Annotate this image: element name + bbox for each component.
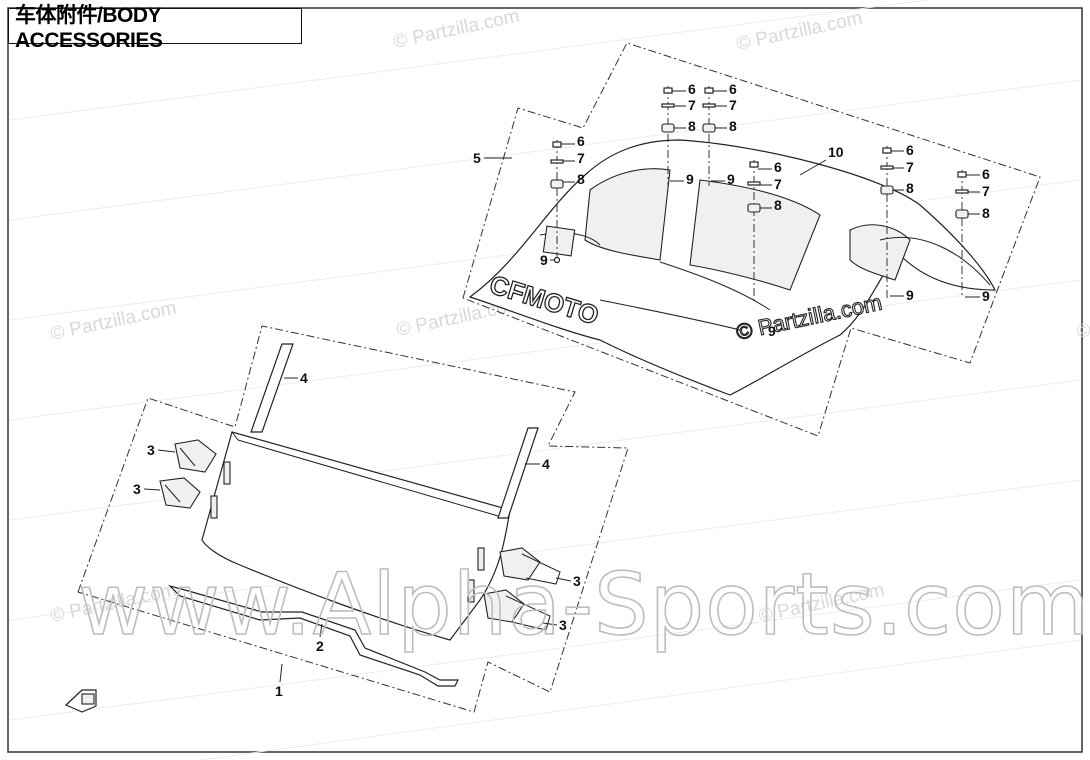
overlay-watermark: www.Alpha-Sports.com bbox=[78, 555, 1090, 655]
rear-panel bbox=[201, 431, 511, 641]
callout-8: 8 bbox=[774, 197, 782, 213]
front-arrow-icon bbox=[64, 689, 97, 713]
callout-7: 7 bbox=[906, 159, 914, 175]
callout-9: 9 bbox=[727, 171, 735, 187]
callout-9: 9 bbox=[540, 252, 548, 268]
callout-6: 6 bbox=[774, 159, 782, 175]
callouts-front-body: 5 10 6 7 8 9 6 7 8 9 6 7 8 9 6 7 8 9 bbox=[473, 81, 990, 339]
callout-8: 8 bbox=[577, 171, 585, 187]
callout-9: 9 bbox=[768, 323, 776, 339]
front-body-panel: CFMOTO bbox=[468, 139, 996, 396]
callout-8: 8 bbox=[729, 118, 737, 134]
callout-2: 2 bbox=[316, 638, 324, 654]
rod-part bbox=[167, 584, 459, 687]
callout-3: 3 bbox=[559, 617, 567, 633]
group-outline-rear-rack bbox=[77, 325, 629, 713]
callout-3: 3 bbox=[573, 573, 581, 589]
callout-1: 1 bbox=[275, 683, 283, 699]
callout-7: 7 bbox=[729, 97, 737, 113]
page-title: 车体附件/BODY ACCESSORIES bbox=[8, 4, 302, 52]
fastener-stacks bbox=[550, 86, 969, 300]
callouts-rear-rack: 4 4 3 3 3 3 2 1 bbox=[133, 370, 581, 699]
callout-5: 5 bbox=[473, 150, 481, 166]
callout-4: 4 bbox=[542, 456, 550, 472]
callout-6: 6 bbox=[577, 133, 585, 149]
callout-8: 8 bbox=[688, 118, 696, 134]
callout-10: 10 bbox=[828, 144, 844, 160]
strap-parts bbox=[159, 439, 561, 631]
callout-6: 6 bbox=[906, 142, 914, 158]
callout-6: 6 bbox=[982, 166, 990, 182]
diagram-border bbox=[7, 7, 1083, 753]
callout-9: 9 bbox=[982, 288, 990, 304]
callout-7: 7 bbox=[982, 183, 990, 199]
callout-4: 4 bbox=[300, 370, 308, 386]
group-outline-front-body bbox=[462, 42, 1041, 437]
callout-9: 9 bbox=[906, 287, 914, 303]
strip-parts bbox=[250, 343, 539, 519]
callout-8: 8 bbox=[982, 205, 990, 221]
callout-3: 3 bbox=[133, 481, 141, 497]
callout-7: 7 bbox=[774, 176, 782, 192]
callout-7: 7 bbox=[688, 97, 696, 113]
callout-9: 9 bbox=[686, 171, 694, 187]
callout-6: 6 bbox=[729, 81, 737, 97]
callout-3: 3 bbox=[147, 442, 155, 458]
callout-8: 8 bbox=[906, 180, 914, 196]
callout-7: 7 bbox=[577, 150, 585, 166]
callout-6: 6 bbox=[688, 81, 696, 97]
